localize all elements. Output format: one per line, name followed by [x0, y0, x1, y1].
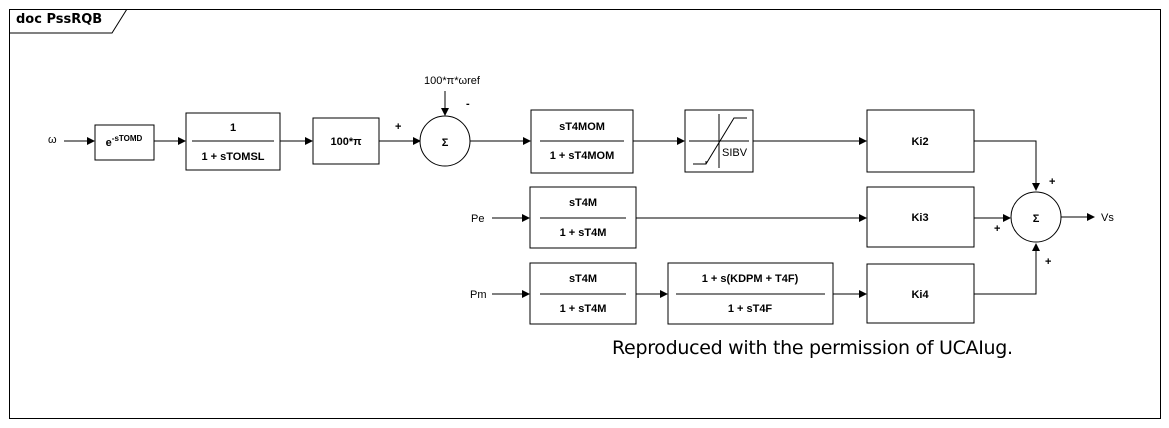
ki2-label: Ki2 — [911, 136, 928, 148]
washout-pm-block: sT4M 1 + sT4M — [529, 262, 637, 325]
doc-tab — [9, 9, 128, 34]
input-pm: Pm — [470, 289, 487, 301]
summer-2: Σ — [1010, 191, 1062, 243]
diagram-frame — [9, 9, 1161, 419]
limiter-label: SIBV — [722, 147, 748, 159]
summer-1-symbol: Σ — [442, 137, 449, 149]
washout-pe-numerator: sT4M — [569, 197, 597, 209]
input-pe: Pe — [471, 213, 484, 225]
leadlag-block: 1 + s(KDPM + T4F) 1 + sT4F — [667, 262, 834, 325]
gain-pi-block: 100*π — [312, 117, 380, 165]
ref-label: 100*π*ωref — [424, 75, 481, 87]
summer-1: Σ — [419, 115, 471, 167]
leadlag-denominator: 1 + sT4F — [728, 303, 773, 315]
permission-note: Reproduced with the permission of UCAIug… — [612, 337, 1013, 359]
wire-ki2-to-sum2 — [974, 140, 1040, 191]
summer-1-minus: - — [466, 98, 470, 110]
delay-base: e — [106, 137, 112, 149]
ki3-label: Ki3 — [911, 212, 928, 224]
delay-block: e-sTOMD — [94, 124, 155, 161]
summer-2-plus-top: + — [1049, 176, 1055, 188]
washout-mom-block: sT4MOM 1 + sT4MOM — [530, 109, 634, 174]
leadlag-numerator: 1 + s(KDPM + T4F) — [702, 273, 799, 285]
ki4-label: Ki4 — [911, 289, 929, 301]
summer-2-plus-bottom: + — [1045, 256, 1051, 268]
delay-exponent: -sTOMD — [112, 134, 143, 143]
wire-ki4-to-sum2 — [974, 243, 1040, 295]
doc-title: doc PssRQB — [16, 12, 103, 27]
summer-2-plus-left: + — [994, 223, 1000, 235]
lag-denominator: 1 + sTOMSL — [201, 151, 264, 163]
washout-pm-denominator: 1 + sT4M — [560, 303, 607, 315]
ki4-block: Ki4 — [866, 263, 975, 324]
svg-text:e-sTOMD: e-sTOMD — [106, 134, 143, 149]
input-omega: ω — [48, 134, 57, 146]
summer-2-symbol: Σ — [1033, 213, 1040, 225]
ki3-block: Ki3 — [866, 186, 975, 248]
washout-pm-numerator: sT4M — [569, 273, 597, 285]
washout-mom-denominator: 1 + sT4MOM — [550, 150, 615, 162]
gain-pi-label: 100*π — [330, 136, 362, 148]
output-vs: Vs — [1101, 212, 1114, 224]
washout-pe-block: sT4M 1 + sT4M — [529, 186, 637, 249]
summer-1-plus: + — [395, 121, 401, 133]
lag-numerator: 1 — [230, 122, 236, 134]
ki2-block: Ki2 — [866, 109, 975, 173]
limiter-block: SIBV — [684, 109, 754, 173]
lag-block: 1 1 + sTOMSL — [185, 112, 281, 171]
washout-mom-numerator: sT4MOM — [559, 121, 605, 133]
washout-pe-denominator: 1 + sT4M — [560, 227, 607, 239]
